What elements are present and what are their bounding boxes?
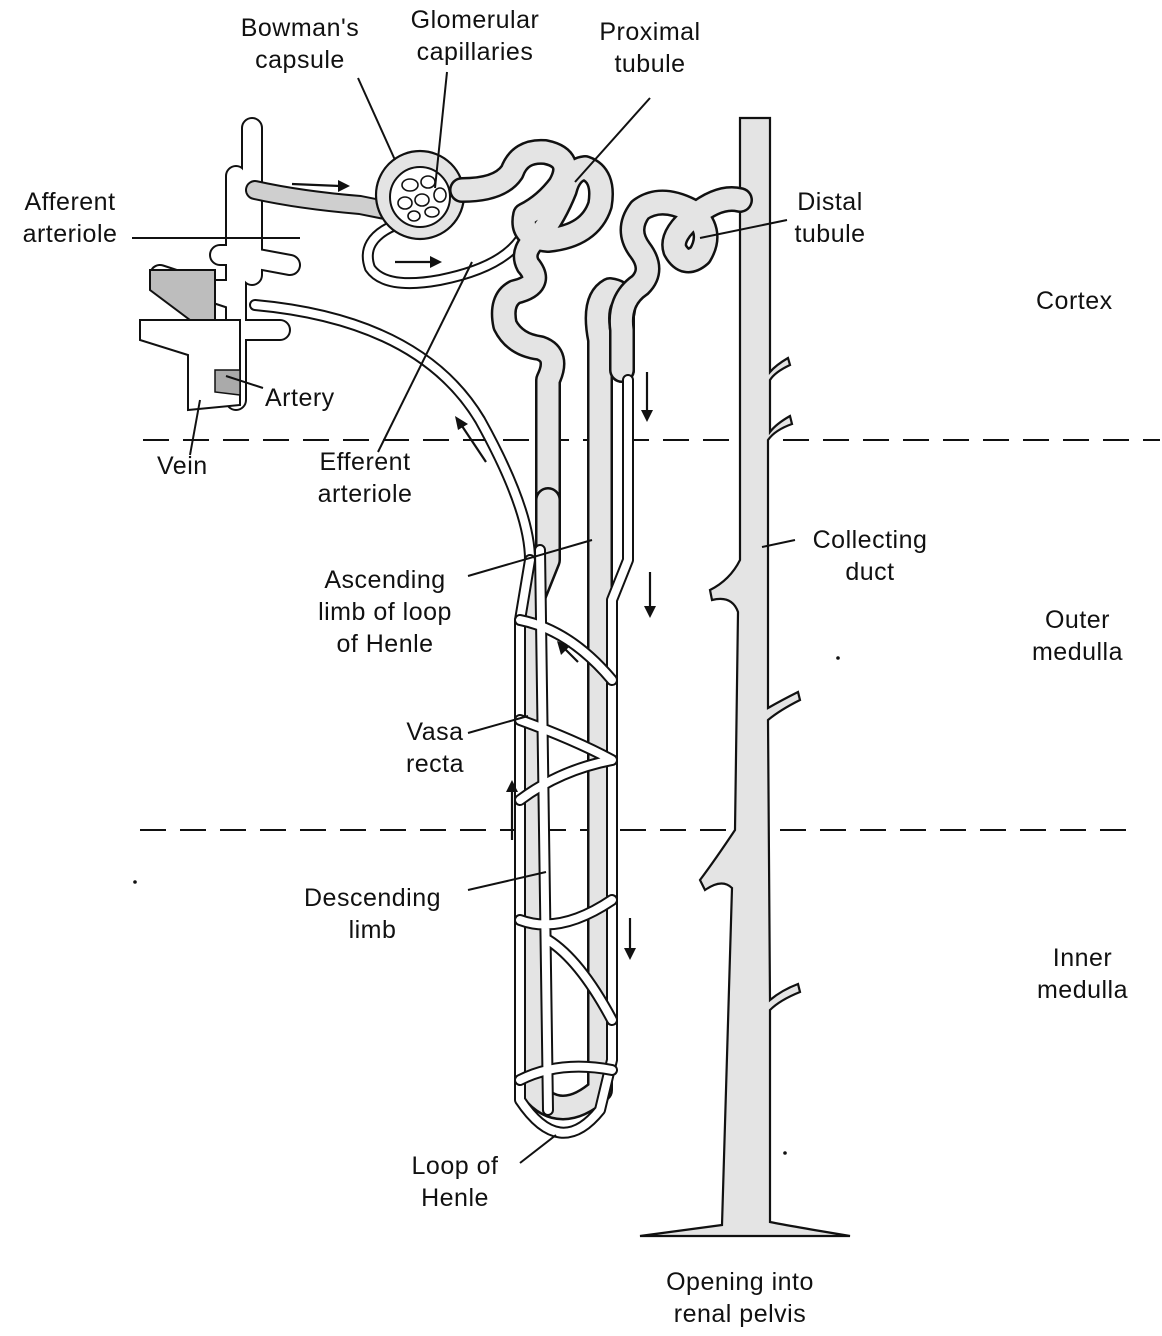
label-artery: Artery <box>265 382 335 414</box>
vein-branch <box>150 270 215 320</box>
label-inner-medulla: Inner medulla <box>1020 942 1145 1006</box>
label-bowmans-capsule: Bowman's capsule <box>210 12 390 76</box>
label-glomerular-capillaries: Glomerular capillaries <box>385 4 565 68</box>
label-proximal-tubule: Proximal tubule <box>565 16 735 80</box>
vein-trunk <box>140 320 240 410</box>
label-opening-renal-pelvis: Opening into renal pelvis <box>640 1266 840 1330</box>
label-vasa-recta: Vasa recta <box>385 716 485 780</box>
collecting-duct <box>640 118 850 1236</box>
label-loop-of-henle: Loop of Henle <box>385 1150 525 1214</box>
label-cortex: Cortex <box>1036 285 1113 317</box>
label-ascending-limb: Ascending limb of loop of Henle <box>295 564 475 660</box>
label-outer-medulla: Outer medulla <box>1015 604 1140 668</box>
label-vein: Vein <box>157 450 208 482</box>
label-distal-tubule: Distal tubule <box>775 186 885 250</box>
efferent-arteriole <box>368 225 520 283</box>
label-descending-limb: Descending limb <box>290 882 455 946</box>
artery-trunk <box>215 370 240 395</box>
label-efferent-arteriole: Efferent arteriole <box>295 446 435 510</box>
speck <box>836 656 840 660</box>
speck <box>783 1151 787 1155</box>
speck <box>133 880 137 884</box>
label-collecting-duct: Collecting duct <box>795 524 945 588</box>
label-afferent-arteriole: Afferent arteriole <box>5 186 135 250</box>
